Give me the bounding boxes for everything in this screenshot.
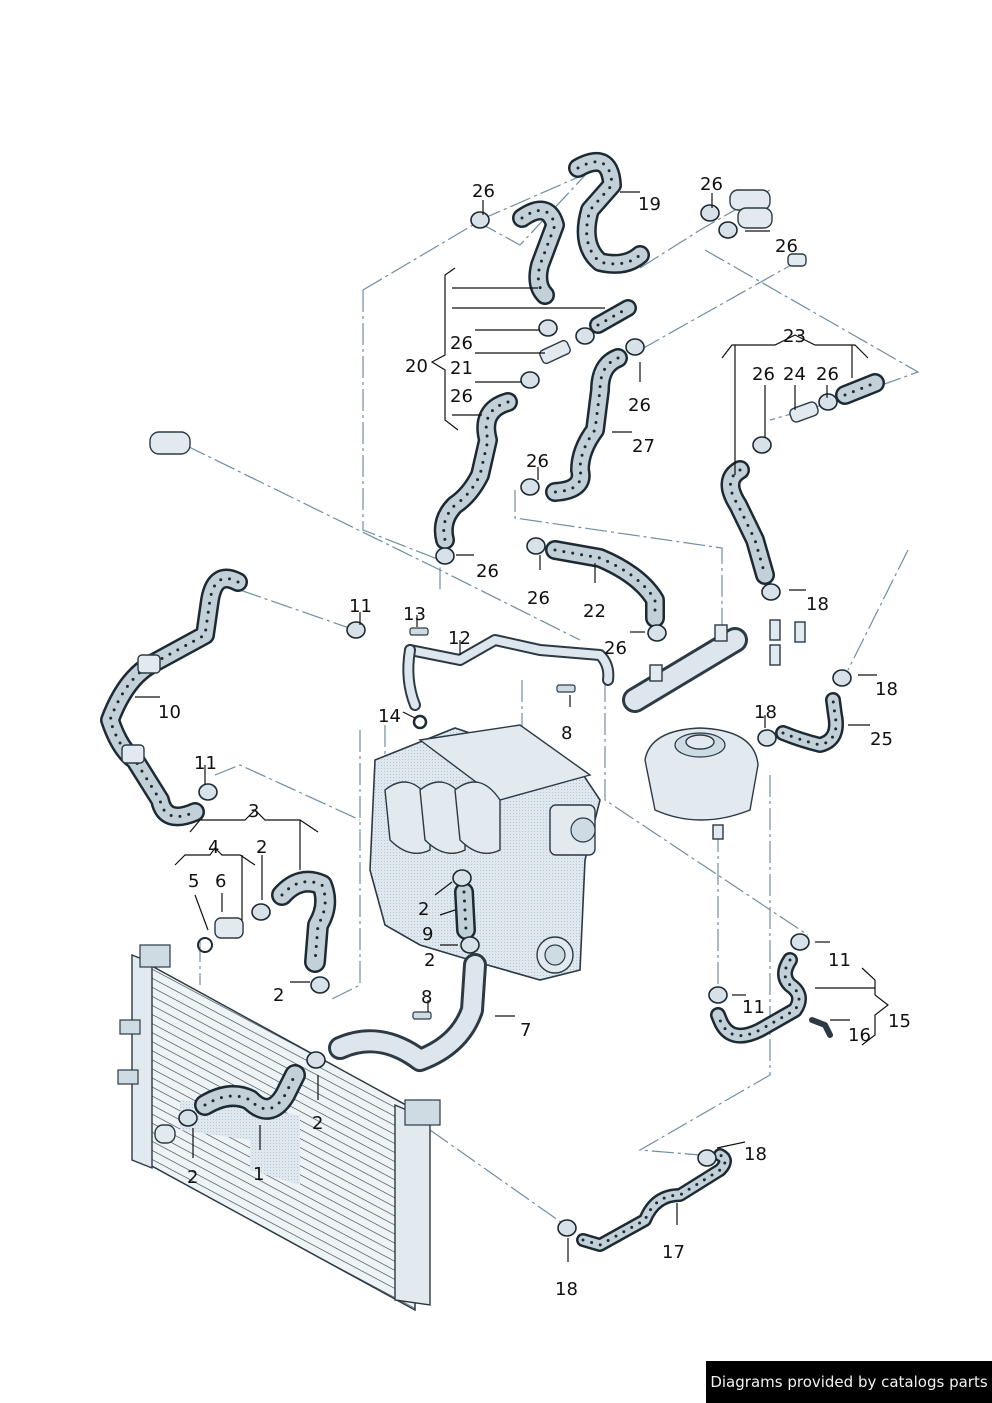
callout-11[interactable]: 11: [194, 753, 217, 774]
callout-26[interactable]: 26: [450, 333, 473, 354]
callout-2[interactable]: 2: [256, 837, 267, 858]
callout-26[interactable]: 26: [476, 561, 499, 582]
callout-12[interactable]: 12: [448, 628, 471, 649]
callout-18[interactable]: 18: [744, 1144, 767, 1165]
callout-7[interactable]: 7: [520, 1020, 531, 1041]
callout-2[interactable]: 2: [187, 1167, 198, 1188]
hose-3: [271, 870, 337, 973]
hose-25: [775, 692, 844, 753]
callout-17[interactable]: 17: [662, 1242, 685, 1263]
callout-18[interactable]: 18: [806, 594, 829, 615]
callout-13[interactable]: 13: [403, 604, 426, 625]
hose-clamps: [178, 204, 852, 1237]
callout-26[interactable]: 26: [628, 395, 651, 416]
callout-20[interactable]: 20: [405, 356, 428, 377]
coolant-flange-tube: [622, 624, 748, 713]
callout-11[interactable]: 11: [828, 950, 851, 971]
callout-26[interactable]: 26: [700, 174, 723, 195]
radiator: [117, 944, 441, 1312]
callout-21[interactable]: 21: [450, 358, 473, 379]
callout-18[interactable]: 18: [875, 679, 898, 700]
hose-1: [194, 1064, 306, 1120]
hose-23: [720, 460, 775, 585]
callout-23[interactable]: 23: [783, 326, 806, 347]
hose-19: [568, 151, 650, 274]
hose-9: [454, 882, 476, 940]
callout-2[interactable]: 2: [418, 899, 429, 920]
hose-23-short: [835, 373, 885, 405]
callout-8[interactable]: 8: [421, 987, 432, 1008]
callout-16[interactable]: 16: [848, 1025, 871, 1046]
callout-27[interactable]: 27: [632, 436, 655, 457]
callout-6[interactable]: 6: [215, 871, 226, 892]
small-connectors: [149, 189, 833, 1038]
callout-11[interactable]: 11: [742, 997, 765, 1018]
callout-10[interactable]: 10: [158, 702, 181, 723]
callout-18[interactable]: 18: [555, 1279, 578, 1300]
hose-10: [100, 568, 248, 827]
callout-26[interactable]: 26: [450, 386, 473, 407]
hose-20-lower: [433, 392, 518, 550]
leader-lines: [135, 191, 889, 1262]
callout-22[interactable]: 22: [583, 601, 606, 622]
credit-banner: Diagrams provided by catalogs parts: [706, 1361, 992, 1403]
hose-27: [545, 348, 628, 502]
pipe-12: [402, 634, 615, 711]
pipe-7: [328, 953, 487, 1072]
callout-2[interactable]: 2: [273, 985, 284, 1006]
hose-15: [710, 952, 807, 1044]
callout-26[interactable]: 26: [752, 364, 775, 385]
hose-22: [545, 540, 665, 628]
callout-9[interactable]: 9: [422, 924, 433, 945]
callout-25[interactable]: 25: [870, 729, 893, 750]
callout-26[interactable]: 26: [775, 236, 798, 257]
callout-19[interactable]: 19: [638, 194, 661, 215]
callout-4[interactable]: 4: [208, 837, 219, 858]
callout-26[interactable]: 26: [604, 638, 627, 659]
callout-26[interactable]: 26: [816, 364, 839, 385]
callout-11[interactable]: 11: [349, 596, 372, 617]
hose-20-short: [589, 299, 637, 334]
callout-14[interactable]: 14: [378, 706, 401, 727]
callout-8[interactable]: 8: [561, 723, 572, 744]
callout-2[interactable]: 2: [424, 950, 435, 971]
expansion-tank: [644, 727, 759, 840]
callout-5[interactable]: 5: [188, 871, 199, 892]
callout-2[interactable]: 2: [312, 1113, 323, 1134]
callout-18[interactable]: 18: [754, 702, 777, 723]
callout-15[interactable]: 15: [888, 1011, 911, 1032]
callout-26[interactable]: 26: [472, 181, 495, 202]
callout-1[interactable]: 1: [253, 1164, 264, 1185]
hose-20-upper: [512, 200, 565, 305]
callout-labels: 26 19 26 26 20 26 21 26 26 27 26 26 26 2…: [158, 174, 911, 1300]
hose-17: [576, 1148, 732, 1252]
engine-block: [369, 724, 601, 981]
callout-26[interactable]: 26: [527, 588, 550, 609]
callout-24[interactable]: 24: [783, 364, 806, 385]
callout-26[interactable]: 26: [526, 451, 549, 472]
callout-3[interactable]: 3: [248, 801, 259, 822]
